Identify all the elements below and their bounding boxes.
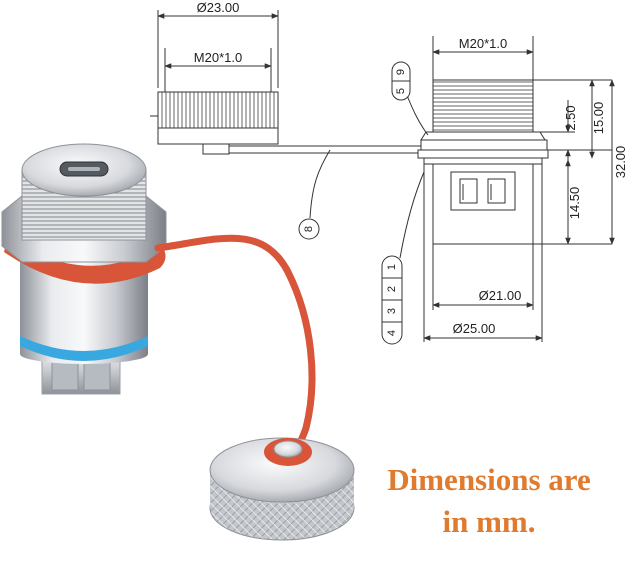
- dust-cap: [209, 437, 355, 503]
- lanyard-drawing: [202, 143, 425, 219]
- balloons-top: [391, 61, 411, 101]
- dim-15-00-label: 15.00: [591, 102, 606, 135]
- cap-drawing: [150, 10, 279, 145]
- product-illustration: [1, 143, 355, 541]
- balloon-1: 1: [386, 264, 398, 270]
- cap-thread-label: M20*1.0: [194, 50, 242, 65]
- balloon-4: 4: [386, 330, 398, 336]
- caption-line-1: Dimensions are: [387, 462, 591, 497]
- cap-diameter-label: Ø23.00: [197, 0, 240, 15]
- socket-drawing: [399, 36, 615, 342]
- balloon-9: 9: [395, 69, 407, 75]
- socket-thread-label: M20*1.0: [459, 36, 507, 51]
- dim-14-50-label: 14.50: [567, 187, 582, 220]
- lanyard-strap: [154, 234, 316, 466]
- dim-d25-label: Ø25.00: [453, 321, 496, 336]
- balloon-2: 2: [386, 286, 398, 292]
- dim-d21-label: Ø21.00: [479, 288, 522, 303]
- balloon-8: 8: [303, 226, 315, 232]
- balloon-3: 3: [386, 308, 398, 314]
- caption-line-2: in mm.: [442, 504, 536, 539]
- dim-2-50-label: 2.50: [563, 105, 578, 130]
- balloon-5: 5: [395, 88, 407, 94]
- dim-32-00-label: 32.00: [613, 146, 628, 179]
- balloon-lanyard: [298, 218, 320, 240]
- balloons-side: [381, 255, 403, 345]
- blue-ring: [20, 336, 148, 361]
- lanyard-ring: [4, 236, 166, 284]
